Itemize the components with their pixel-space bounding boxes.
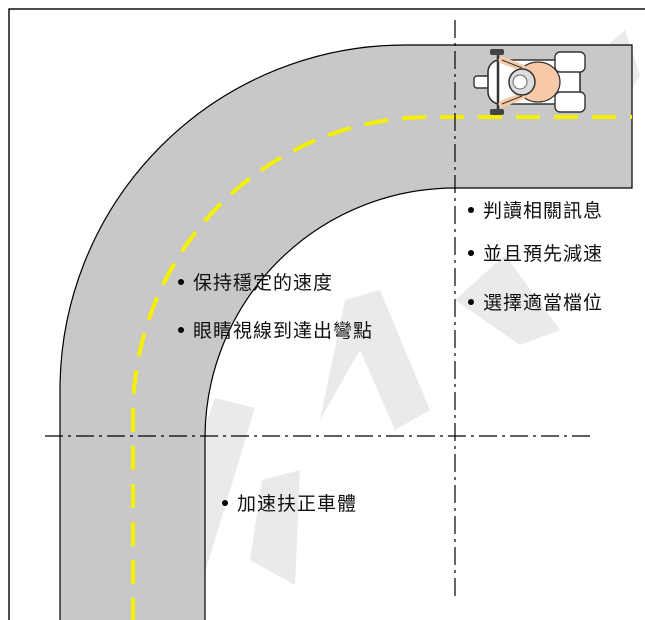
bullet-icon	[468, 299, 474, 305]
note-read-info: 判讀相關訊息	[468, 200, 603, 222]
note-slow-down: 並且預先減速	[468, 243, 603, 265]
bullet-icon	[468, 207, 474, 213]
bullet-icon	[222, 500, 228, 506]
road-center-line	[131, 115, 632, 620]
motorcycle-rider-icon	[473, 49, 586, 115]
frame-border	[8, 8, 645, 620]
bullet-icon	[178, 279, 184, 285]
note-select-gear: 選擇適當檔位	[468, 292, 603, 314]
note-accelerate-straighten: 加速扶正車體	[222, 493, 357, 515]
curved-road	[59, 44, 633, 620]
bullet-icon	[178, 327, 184, 333]
bullet-icon	[468, 250, 474, 256]
note-eyes-exit-point: 眼睛視線到達出彎點	[178, 320, 373, 342]
note-steady-speed: 保持穩定的速度	[178, 272, 333, 294]
